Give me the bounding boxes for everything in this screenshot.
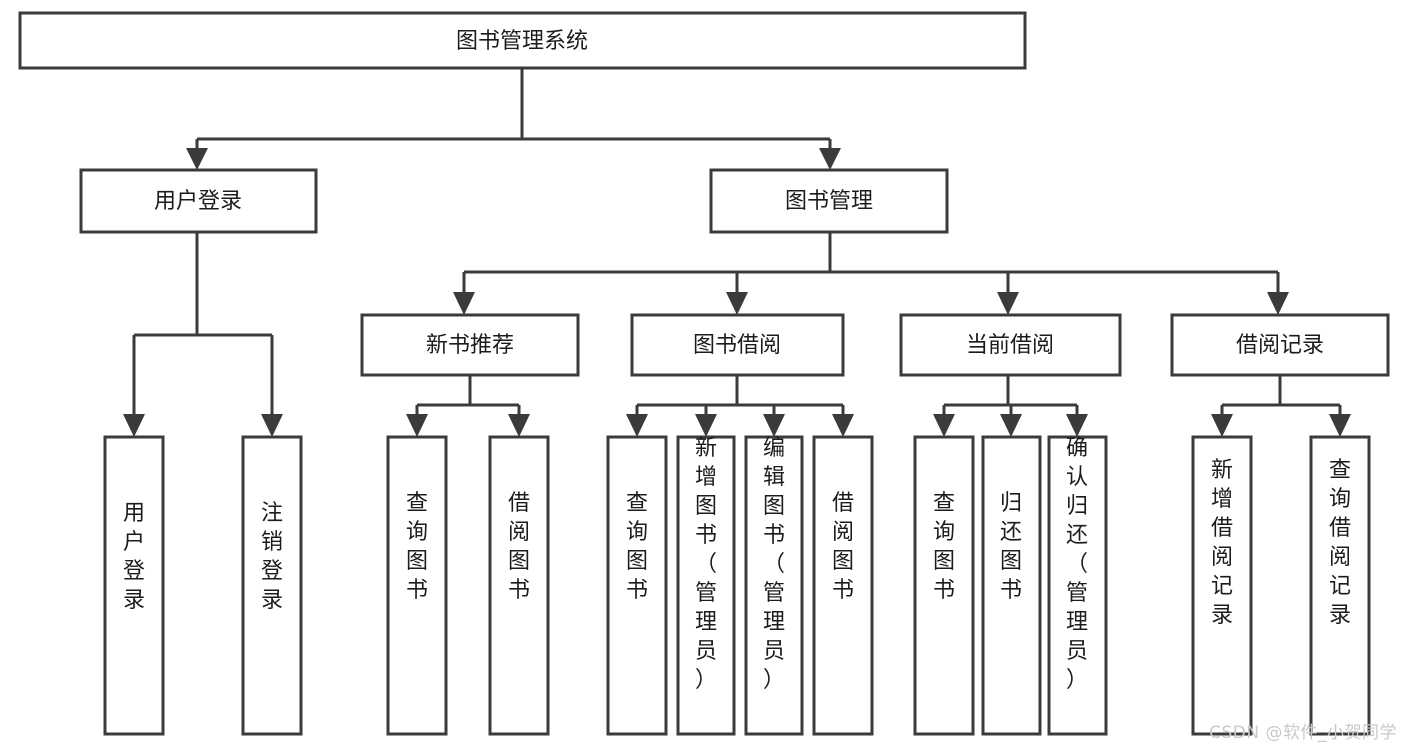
node-book-manage[interactable]: 图书管理: [709, 168, 949, 234]
leaf-book-borrow-1-box[interactable]: [676, 435, 736, 736]
node-book-borrow[interactable]: 图书借阅: [630, 313, 845, 377]
leaf-node[interactable]: 借阅图书: [812, 435, 874, 736]
arrowhead-leaf-current-borrow-1: [1000, 414, 1022, 437]
node-current-borrow-box[interactable]: [899, 313, 1122, 377]
arrowhead-leaf-book-borrow-3: [832, 414, 854, 437]
arrowhead-leaf-new-book-0: [406, 414, 428, 437]
node-root[interactable]: 图书管理系统: [18, 11, 1027, 70]
node-borrow-record-box[interactable]: [1170, 313, 1390, 377]
arrowhead-book-manage: [819, 148, 841, 170]
leaf-current-borrow-1-box[interactable]: [981, 435, 1042, 736]
leaf-user-login-1-box[interactable]: [241, 435, 303, 736]
leaf-borrow-record-1-box[interactable]: [1309, 435, 1371, 736]
leaf-borrow-record-0-box[interactable]: [1191, 435, 1253, 736]
node-user-login-box[interactable]: [79, 168, 318, 234]
leaf-current-borrow-0-label: 查询图书: [933, 491, 955, 603]
leaf-new-book-rec-0-label: 查询图书: [406, 491, 428, 603]
arrowhead-leaf-user-login-0: [123, 414, 145, 437]
node-user-login-label: 用户登录: [154, 189, 242, 214]
leaf-current-borrow-0-box[interactable]: [913, 435, 975, 736]
leaf-node[interactable]: 借阅图书: [488, 435, 550, 736]
node-book-manage-label: 图书管理: [785, 189, 873, 214]
leaf-book-borrow-0-label: 查询图书: [626, 491, 648, 603]
leaf-borrow-record-0-label: 新增借阅记录: [1211, 458, 1233, 628]
node-root-box[interactable]: [18, 11, 1027, 70]
leaf-node[interactable]: 新增图书（管理员）: [676, 435, 736, 736]
leaf-current-borrow-2-label: 确认归还（管理员）: [1066, 436, 1088, 693]
arrowhead-leaf-new-book-1: [508, 414, 530, 437]
arrowhead-leaf-borrow-record-1: [1329, 414, 1351, 437]
leaf-node[interactable]: 查询图书: [606, 435, 668, 736]
leaf-new-book-rec-1-label: 借阅图书: [508, 491, 530, 603]
leaf-current-borrow-2-box[interactable]: [1047, 435, 1108, 736]
leaf-book-borrow-3-box[interactable]: [812, 435, 874, 736]
leaf-node[interactable]: 编辑图书（管理员）: [744, 435, 804, 736]
leaf-book-borrow-2-box[interactable]: [744, 435, 804, 736]
leaf-node[interactable]: 查询图书: [913, 435, 975, 736]
node-book-manage-box[interactable]: [709, 168, 949, 234]
arrowhead-user-login: [186, 148, 208, 170]
arrowhead-leaf-current-borrow-0: [933, 414, 955, 437]
leaf-node[interactable]: 查询图书: [386, 435, 448, 736]
leaf-node[interactable]: 注销登录: [241, 435, 303, 736]
node-current-borrow[interactable]: 当前借阅: [899, 313, 1122, 377]
leaf-book-borrow-1-label: 新增图书（管理员）: [695, 436, 717, 693]
arrowhead-leaf-user-login-1: [261, 414, 283, 437]
arrowhead-leaf-borrow-record-0: [1211, 414, 1233, 437]
leaf-user-login-0-box[interactable]: [103, 435, 165, 736]
leaf-new-book-rec-1-box[interactable]: [488, 435, 550, 736]
arrowhead-current-borrow: [997, 292, 1019, 315]
leaf-new-book-rec-0-box[interactable]: [386, 435, 448, 736]
node-user-login[interactable]: 用户登录: [79, 168, 318, 234]
arrowhead-book-borrow: [726, 292, 748, 315]
leaf-book-borrow-2-label: 编辑图书（管理员）: [763, 436, 785, 693]
node-book-borrow-box[interactable]: [630, 313, 845, 377]
leaf-user-login-0-label: 用户登录: [123, 501, 145, 613]
arrowhead-borrow-record: [1267, 292, 1289, 315]
arrowhead-new-book-rec: [453, 292, 475, 315]
leaf-current-borrow-1-label: 归还图书: [1000, 491, 1022, 603]
leaf-user-login-1-label: 注销登录: [261, 501, 283, 613]
node-borrow-record-label: 借阅记录: [1236, 333, 1324, 358]
arrowhead-leaf-book-borrow-2: [763, 414, 785, 437]
leaf-node[interactable]: 用户登录: [103, 435, 165, 736]
leaf-book-borrow-3-label: 借阅图书: [832, 491, 854, 603]
leaf-node[interactable]: 新增借阅记录: [1191, 435, 1253, 736]
arrowhead-leaf-current-borrow-2: [1066, 414, 1088, 437]
leaf-node[interactable]: 确认归还（管理员）: [1047, 435, 1108, 736]
node-book-borrow-label: 图书借阅: [693, 333, 781, 358]
connector-layer: [123, 68, 1351, 437]
arrowhead-leaf-book-borrow-1: [695, 414, 717, 437]
leaf-book-borrow-0-box[interactable]: [606, 435, 668, 736]
node-root-label: 图书管理系统: [456, 29, 588, 54]
leaf-borrow-record-1-label: 查询借阅记录: [1329, 458, 1351, 628]
node-borrow-record[interactable]: 借阅记录: [1170, 313, 1390, 377]
leaf-node[interactable]: 归还图书: [981, 435, 1042, 736]
node-new-book-rec-box[interactable]: [360, 313, 580, 377]
node-current-borrow-label: 当前借阅: [966, 333, 1054, 358]
leaf-node[interactable]: 查询借阅记录: [1309, 435, 1371, 736]
arrowhead-leaf-book-borrow-0: [626, 414, 648, 437]
node-new-book-rec[interactable]: 新书推荐: [360, 313, 580, 377]
node-new-book-rec-label: 新书推荐: [426, 333, 514, 358]
